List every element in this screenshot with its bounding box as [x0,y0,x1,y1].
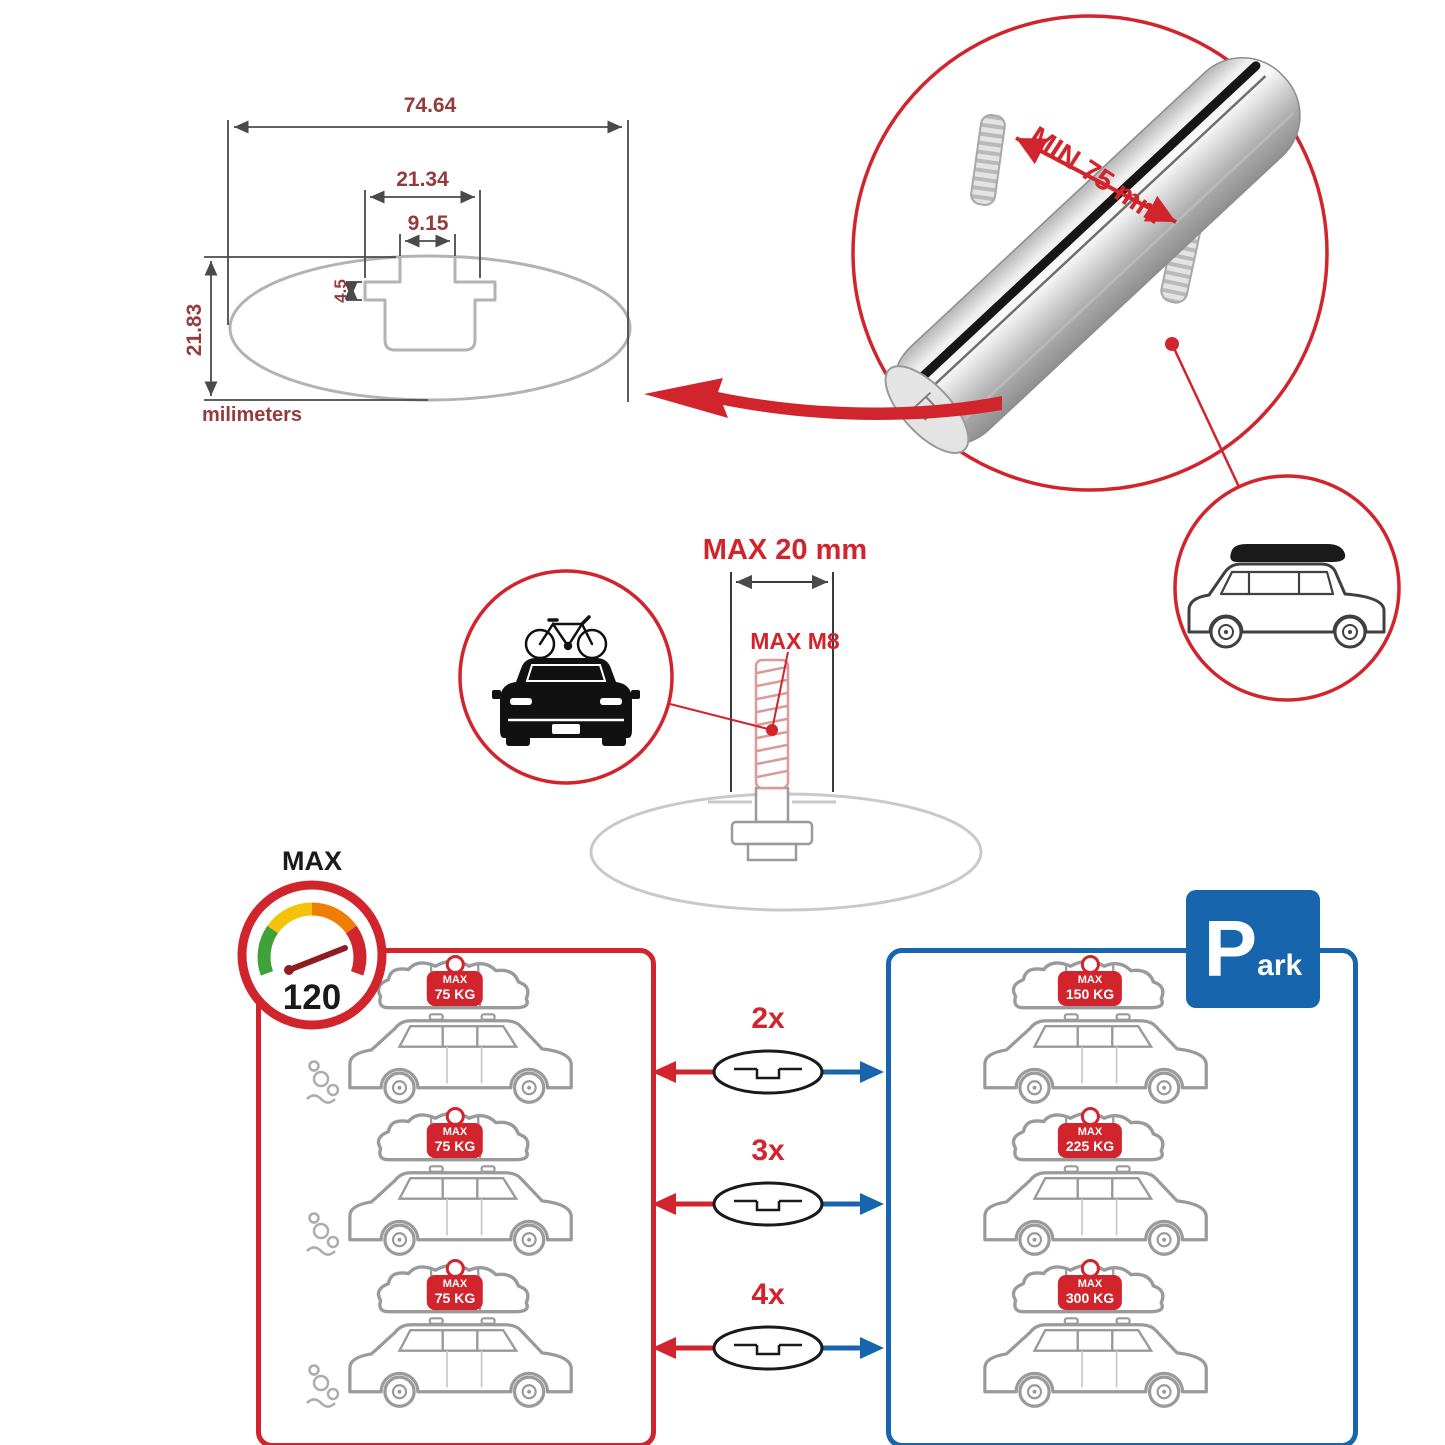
tag-line1: MAX [1077,974,1103,986]
exhaust-smoke-icon [306,1212,340,1256]
tag-line1: MAX [442,974,468,986]
speedometer-icon [237,880,387,1030]
circle-leader [669,703,773,731]
speed-max-label: MAX [282,846,342,876]
count-row-4x: 4x [648,1278,888,1381]
t-slot-profile [363,258,497,352]
count-label: 4x [751,1278,785,1311]
count-arrow [652,1325,884,1371]
bolt-max-length-label: MAX 20 mm [702,534,868,566]
car-bike-illustration [458,569,674,785]
units-label: milimeters [202,404,303,426]
min-clamp-arrow [1015,136,1177,224]
tag-line1: MAX [1077,1278,1103,1290]
tag-line1: MAX [1077,1126,1103,1138]
park-sign: P ark [1186,890,1320,1008]
roof-box [1230,544,1346,562]
crossbar-render [851,14,1329,492]
park-sign-letter: P [1203,904,1258,993]
car-roofbox-illustration [1173,474,1401,702]
dim-total-height: 21.83 [183,303,206,357]
red-arrow [644,378,1002,420]
dim-slot-opening: 9.15 [407,212,449,235]
tag-line2: 75 KG [434,1290,476,1307]
count-row-3x: 3x [648,1134,888,1237]
car-illustration [306,1111,573,1256]
exhaust-smoke-icon [306,1364,340,1408]
dim-total-width: 74.64 [403,94,457,117]
crossbar-cross-section-diagram [204,120,632,402]
bolt-dimension-lines [730,572,834,792]
dim-lip-height: 4.5 [331,279,350,303]
car-illustration [306,1263,573,1408]
leader-line [1170,343,1241,488]
tag-line1: MAX [442,1126,468,1138]
exhaust-smoke-icon [306,1060,340,1104]
park-sign-suffix: ark [1257,949,1303,982]
bolt-max-thread-label: MAX M8 [750,628,840,654]
tag-line2: 225 KG [1065,1138,1115,1155]
thread-leader [771,651,789,731]
car-illustration [306,959,573,1104]
tag-line2: 75 KG [434,1138,476,1155]
tag-line1: MAX [442,1278,468,1290]
leader-dot [766,724,778,736]
count-row-2x: 2x [648,1002,888,1105]
tag-line2: 150 KG [1065,986,1115,1003]
car-front-icon [492,658,640,746]
count-label: 2x [751,1002,785,1035]
tag-line2: 75 KG [434,986,476,1003]
speed-value: 120 [282,978,342,1017]
count-label: 3x [751,1134,785,1167]
tag-line2: 300 KG [1065,1290,1115,1307]
bolt-diagram [589,572,983,912]
count-arrow [652,1049,884,1095]
t-bolt-head [730,786,814,862]
count-arrow [652,1181,884,1227]
dimension-lines [204,120,629,402]
dim-outer-slot-width: 21.34 [396,168,449,191]
